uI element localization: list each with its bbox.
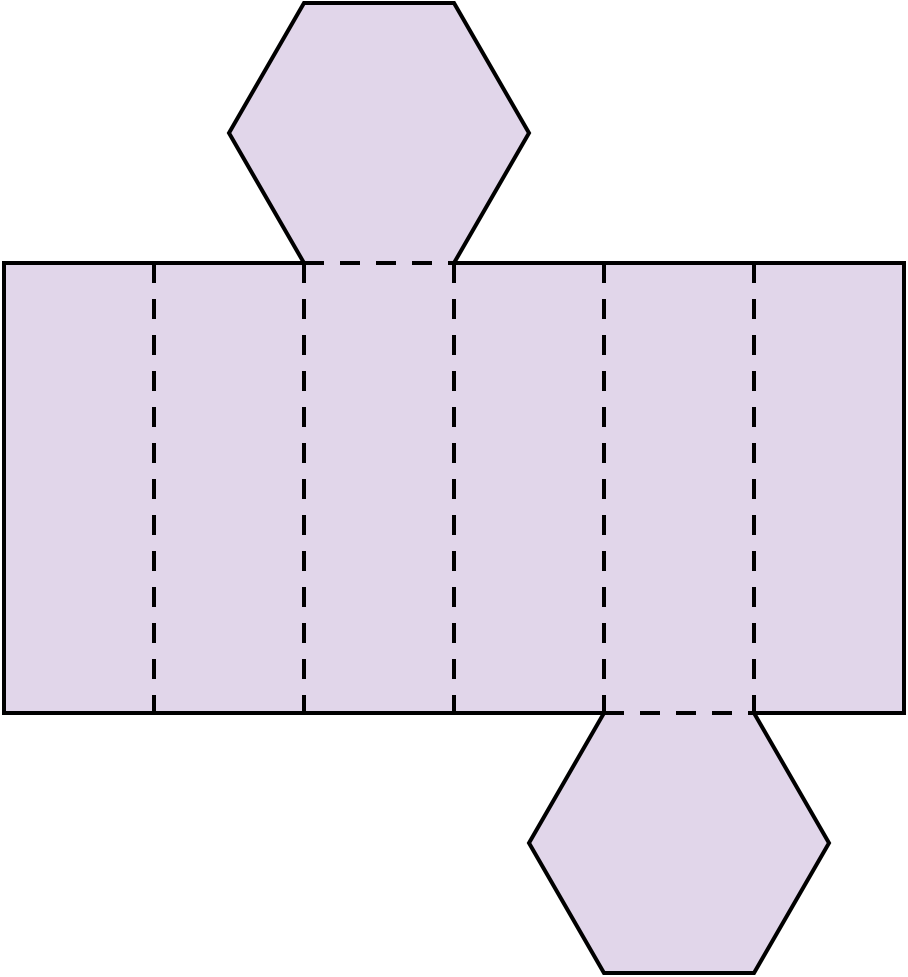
lateral-face-1	[4, 263, 154, 713]
bottom-hexagon-base	[529, 713, 829, 973]
outline-top-hexagon	[226, 0, 906, 715]
lateral-face-4	[454, 263, 604, 713]
net-faces	[4, 3, 904, 973]
lateral-face-5	[604, 263, 754, 713]
lateral-face-6	[754, 263, 904, 713]
top-hexagon-base	[229, 3, 529, 263]
outline-bottom-hexagon	[526, 710, 832, 975]
lateral-face-3	[304, 263, 454, 713]
outline-top-left	[2, 261, 606, 715]
lateral-face-2	[154, 263, 304, 713]
fold-lines	[152, 261, 756, 715]
